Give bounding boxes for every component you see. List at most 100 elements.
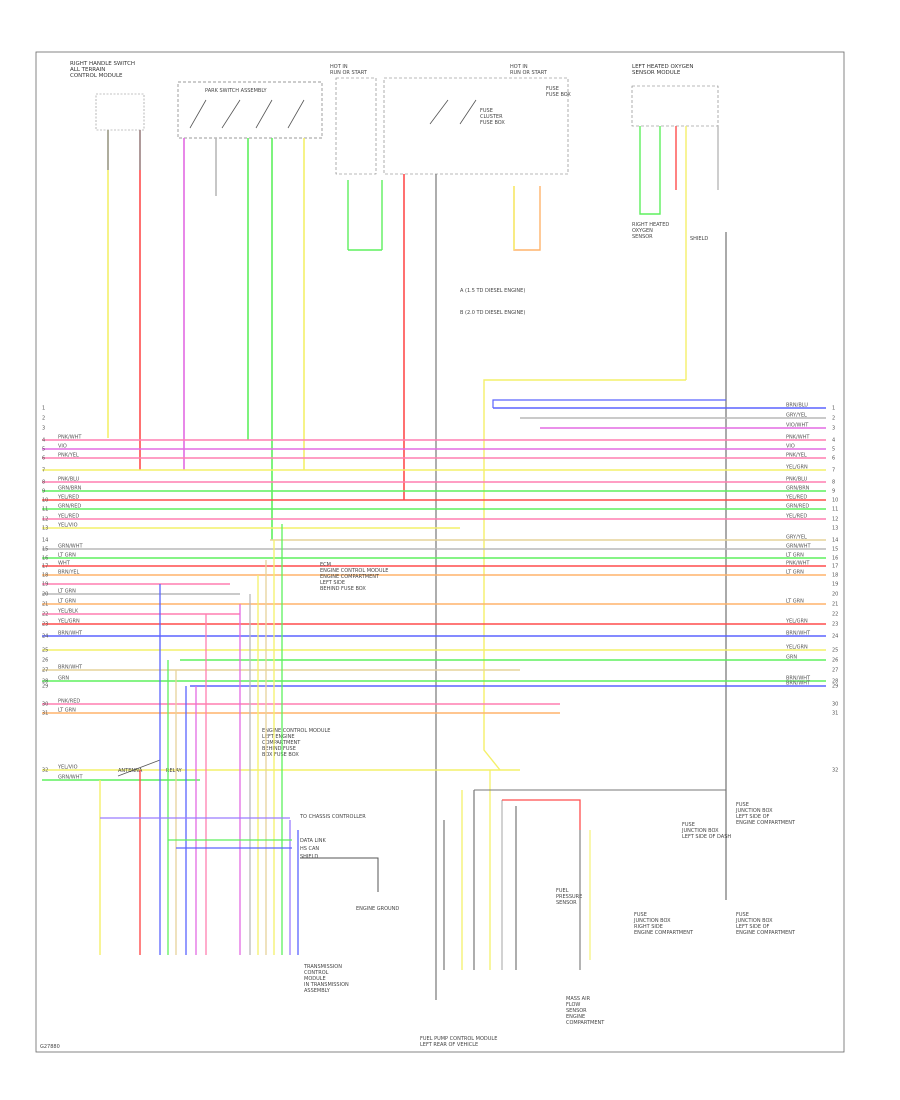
label-line: FUSE BOX xyxy=(480,120,505,126)
label-line: JUNCTION BOX xyxy=(735,918,773,924)
to-shield-label: SHIELD xyxy=(300,854,318,860)
pin-number-right: 4 xyxy=(832,438,835,444)
bus-wire-label-right: BRN/WHT xyxy=(786,676,811,682)
bus-wire-label-left: GRN/WHT xyxy=(58,544,83,550)
bus-wire-label-right: VIO/WHT xyxy=(786,423,809,429)
bus-wire-label-left: LT GRN xyxy=(58,599,76,605)
label-line: OXYGEN xyxy=(632,228,653,234)
pin-number-left: 23 xyxy=(42,622,48,628)
pin-number-right: 32 xyxy=(832,768,838,774)
bus-wire-label-right: VIO xyxy=(786,444,795,450)
label-line: JUNCTION BOX xyxy=(735,808,773,814)
pin-number-left: 22 xyxy=(42,612,48,618)
label-line: LEFT SIDE OF xyxy=(736,814,770,820)
bus-wire-label-right: BRN/WHT xyxy=(786,681,811,687)
pin-number-right: 9 xyxy=(832,489,835,495)
label-line: JUNCTION BOX xyxy=(633,918,671,924)
label-line: BEHIND FUSE xyxy=(262,746,296,752)
bus-wire-label-left: GRN/WHT xyxy=(58,775,83,781)
pin-number-left: 26 xyxy=(42,658,48,664)
pin-number-left: 14 xyxy=(42,538,48,544)
pin-number-left: 30 xyxy=(42,702,48,708)
bottom-left-relay: ANTENNA RELAY xyxy=(99,759,183,955)
bus-wire-label-right: GRN/BRN xyxy=(786,486,810,492)
bus-wire-label-left: LT GRN xyxy=(58,589,76,595)
bus-wire-label-left: YEL/GRN xyxy=(57,619,80,625)
bus-wire-label-right: LT GRN xyxy=(786,599,804,605)
bus-wire-label-right: YEL/GRN xyxy=(785,465,808,471)
pin-number-left: 25 xyxy=(42,648,48,654)
pin-number-right: 25 xyxy=(832,648,838,654)
bus-wire-label-right: YEL/RED xyxy=(785,495,807,501)
bus-wire-label-left: WHT xyxy=(58,561,71,567)
ground-label: ENGINE GROUND xyxy=(356,906,399,912)
label-line: SENSOR xyxy=(566,1008,587,1014)
label-line: ALL TERRAIN xyxy=(70,67,105,73)
label-line: IN TRANSMISSION xyxy=(304,982,349,988)
pin-number-left: 2 xyxy=(42,416,45,422)
bus-wire-label-right: PNK/WHT xyxy=(786,435,810,441)
shield-label: SHIELD xyxy=(690,236,708,242)
bus-wire-label-right: BRN/BLU xyxy=(786,403,808,409)
label-line: PRESSURE xyxy=(556,894,582,900)
label-line: CLUSTER xyxy=(480,114,503,120)
label-line: LEFT REAR OF VEHICLE xyxy=(420,1042,478,1048)
bus-wire-label-right: GRN/RED xyxy=(786,504,809,510)
bus-wire-label-left: LT GRN xyxy=(58,553,76,559)
bus-wire-label-right: YEL/GRN xyxy=(785,619,808,625)
pin-number-right: 21 xyxy=(832,602,838,608)
pin-number-left: 18 xyxy=(42,573,48,579)
pin-number-right: 12 xyxy=(832,517,838,523)
pin-number-left: 20 xyxy=(42,592,48,598)
label-line: ENGINE COMPARTMENT xyxy=(736,820,796,826)
pin-number-left: 17 xyxy=(42,564,48,570)
label-line: CONTROL xyxy=(304,970,329,976)
pin-number-right: 23 xyxy=(832,622,838,628)
note-b: B (2.0 TD DIESEL ENGINE) xyxy=(460,310,525,316)
pin-number-right: 27 xyxy=(832,668,838,674)
pin-number-right: 14 xyxy=(832,538,838,544)
park-switch-assembly: PARK SWITCH ASSEMBLY xyxy=(177,81,323,540)
label-line: FLOW xyxy=(566,1002,580,1008)
label-line: JUNCTION BOX xyxy=(681,828,719,834)
bus-wire-label-right: GRN/WHT xyxy=(786,544,811,550)
to-data-label: DATA LINK xyxy=(300,838,326,844)
pin-number-right: 22 xyxy=(832,612,838,618)
footer-code: G27880 xyxy=(40,1044,60,1050)
label-line: LEFT SIDE OF xyxy=(736,924,770,930)
pin-number-left: 3 xyxy=(42,426,45,432)
antenna-label: ANTENNA xyxy=(118,768,143,774)
bus-wire-label-left: YEL/RED xyxy=(57,514,79,520)
label-line: SENSOR MODULE xyxy=(632,70,681,76)
pin-number-right: 29 xyxy=(832,684,838,690)
pin-number-right: 24 xyxy=(832,634,838,640)
bus-wire-label-right: PNK/WHT xyxy=(786,561,810,567)
label-line: ENGINE xyxy=(566,1014,585,1020)
pin-number-right: 8 xyxy=(832,480,835,486)
bus-wire-label-left: YEL/RED xyxy=(57,495,79,501)
pin-number-right: 16 xyxy=(832,556,838,562)
label-line: CONTROL MODULE xyxy=(70,73,123,79)
bus-wire-label-left: GRN/BRN xyxy=(58,486,82,492)
to-hs-label: HS CAN xyxy=(300,846,319,852)
label-line: RUN OR START xyxy=(330,70,368,76)
label-line: LEFT SIDE xyxy=(320,580,345,586)
bus-wire-label-left: PNK/RED xyxy=(58,699,80,705)
pin-number-right: 3 xyxy=(832,426,835,432)
pin-number-left: 5 xyxy=(42,447,45,453)
pin-number-left: 4 xyxy=(42,438,45,444)
